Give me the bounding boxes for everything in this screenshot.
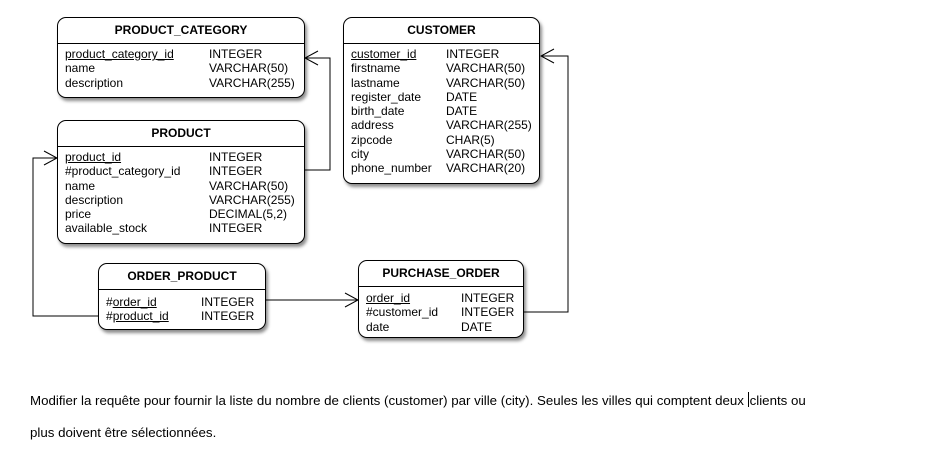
attribute-row: customer_id INTEGER — [351, 47, 533, 61]
text-cursor — [747, 392, 749, 407]
arrowhead-product — [43, 150, 59, 166]
attribute-row: #product_id INTEGER — [106, 309, 259, 323]
attribute-type: INTEGER — [446, 47, 500, 61]
attribute-name: order_id — [366, 291, 411, 305]
attribute-name: description — [65, 192, 124, 207]
attribute-row: birth_date DATE — [351, 104, 533, 118]
attribute-row: product_category_id INTEGER — [65, 47, 298, 61]
attribute-row: phone_number VARCHAR(20) — [351, 161, 533, 175]
exercise-question[interactable]: Modifier la requête pour fournir la list… — [30, 385, 930, 449]
foreign-key-marker: # — [106, 295, 113, 309]
attribute-type: DATE — [446, 104, 478, 119]
attribute-row: lastname VARCHAR(50) — [351, 76, 533, 90]
attribute-type: INTEGER — [209, 150, 263, 164]
attribute-type: INTEGER — [461, 305, 515, 320]
attribute-name: order_id — [112, 295, 157, 309]
entity-title: ORDER_PRODUCT — [99, 264, 265, 290]
attribute-row: name VARCHAR(50) — [65, 179, 298, 193]
attribute-type: VARCHAR(50) — [446, 75, 526, 90]
arrowhead-purchase-order — [344, 292, 360, 308]
attribute-type: VARCHAR(255) — [209, 192, 295, 207]
arrowhead-customer — [539, 48, 555, 64]
entity-title: PURCHASE_ORDER — [359, 261, 523, 287]
attribute-type: INTEGER — [201, 295, 255, 309]
attribute-row: city VARCHAR(50) — [351, 147, 533, 161]
question-line-1: Modifier la requête pour fournir la list… — [30, 385, 930, 417]
foreign-key-marker: # — [106, 309, 113, 324]
attribute-row: available_stock INTEGER — [65, 221, 298, 235]
attribute-row: address VARCHAR(255) — [351, 118, 533, 132]
attribute-type: VARCHAR(50) — [209, 178, 289, 193]
attribute-type: INTEGER — [209, 221, 263, 236]
entity-title: PRODUCT — [58, 121, 304, 147]
attribute-name: product_id — [65, 150, 122, 164]
attribute-row: firstname VARCHAR(50) — [351, 61, 533, 75]
attribute-row: date DATE — [366, 320, 517, 334]
attribute-row: #customer_id INTEGER — [366, 305, 517, 319]
attribute-type: INTEGER — [201, 309, 255, 324]
entity-title: CUSTOMER — [344, 18, 539, 44]
attribute-row: #order_id INTEGER — [106, 295, 259, 309]
attribute-row: zipcode CHAR(5) — [351, 133, 533, 147]
attribute-row: product_id INTEGER — [65, 150, 298, 164]
attribute-name: #product_category_id — [65, 164, 181, 179]
attribute-name: firstname — [351, 61, 401, 76]
attribute-name: birth_date — [351, 104, 405, 119]
attribute-type: VARCHAR(50) — [446, 147, 526, 162]
entity-product-category: PRODUCT_CATEGORY product_category_id INTE… — [57, 17, 305, 98]
attribute-row: name VARCHAR(50) — [65, 61, 298, 75]
attribute-name: city — [351, 147, 369, 162]
attribute-type: VARCHAR(255) — [446, 118, 532, 133]
attribute-name: price — [65, 207, 92, 222]
question-text-after-cursor: clients ou — [749, 393, 806, 408]
attribute-type: VARCHAR(20) — [446, 161, 526, 176]
attribute-type: DECIMAL(5,2) — [209, 207, 288, 222]
attribute-type: INTEGER — [209, 164, 263, 179]
attribute-name: zipcode — [351, 132, 393, 147]
attribute-name: name — [65, 178, 96, 193]
attribute-name: address — [351, 118, 394, 133]
attribute-name: customer_id — [351, 47, 417, 61]
attribute-type: DATE — [461, 319, 493, 334]
attribute-name: product_id — [112, 309, 169, 324]
question-line-2: plus doivent être sélectionnées. — [30, 425, 217, 440]
attribute-type: VARCHAR(255) — [209, 75, 295, 90]
attribute-name: #customer_id — [366, 305, 439, 320]
attribute-row: description VARCHAR(255) — [65, 76, 298, 90]
attribute-type: VARCHAR(50) — [209, 61, 289, 76]
attribute-name: name — [65, 61, 96, 76]
arrowhead-product-category — [303, 50, 319, 66]
attribute-row: #product_category_id INTEGER — [65, 164, 298, 178]
attribute-type: DATE — [446, 89, 478, 104]
attribute-type: INTEGER — [209, 47, 263, 61]
attribute-type: INTEGER — [461, 291, 515, 305]
attribute-row: description VARCHAR(255) — [65, 193, 298, 207]
question-text-before-cursor: Modifier la requête pour fournir la list… — [30, 393, 748, 408]
attribute-name: register_date — [351, 89, 422, 104]
attribute-row: register_date DATE — [351, 90, 533, 104]
attribute-row: order_id INTEGER — [366, 291, 517, 305]
attribute-name: phone_number — [351, 161, 432, 176]
attribute-type: CHAR(5) — [446, 132, 495, 147]
connector-product-to-product-category — [305, 57, 331, 171]
attribute-row: price DECIMAL(5,2) — [65, 207, 298, 221]
entity-title: PRODUCT_CATEGORY — [58, 18, 304, 44]
attribute-type: VARCHAR(50) — [446, 61, 526, 76]
attribute-name: description — [65, 75, 124, 90]
attribute-name: product_category_id — [65, 47, 174, 61]
attribute-name: lastname — [351, 75, 400, 90]
attribute-name: date — [366, 319, 390, 334]
attribute-name: available_stock — [65, 221, 148, 236]
